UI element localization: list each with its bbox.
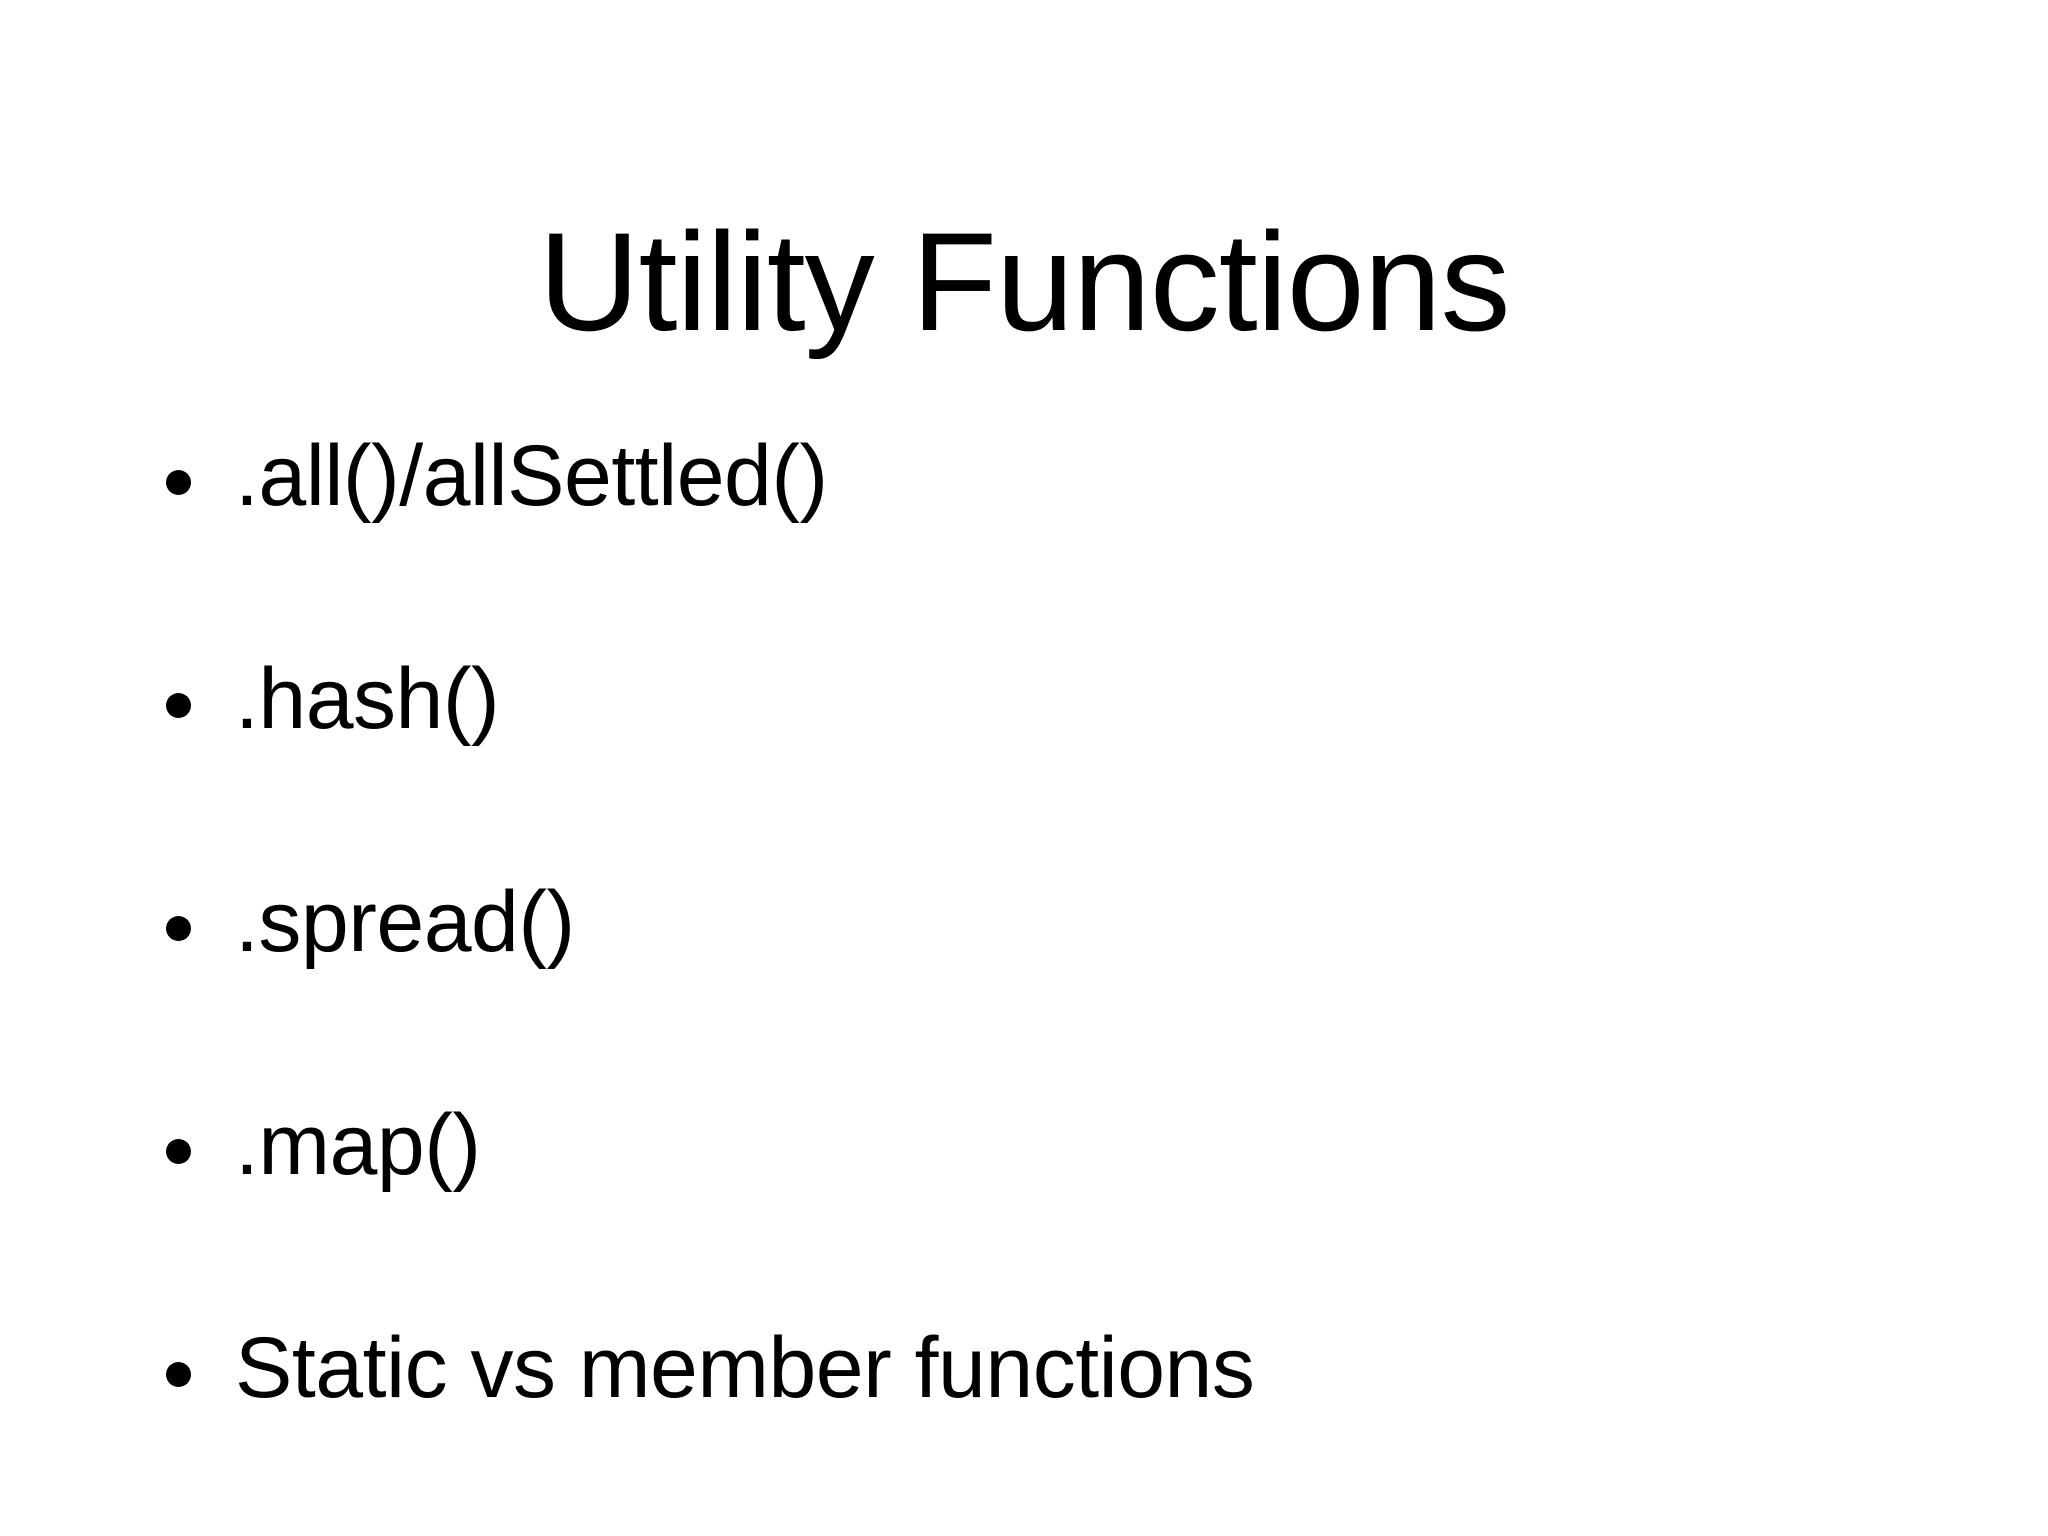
slide-title: Utility Functions [538,202,1510,360]
bullet-dot-icon [166,470,191,495]
list-item: .all()/allSettled() [140,420,1940,643]
bullet-dot-icon [166,1139,191,1164]
bullet-dot-icon [166,693,191,718]
bullet-dot-icon [166,1362,191,1387]
list-item: .hash() [140,643,1940,866]
list-item-label: Static vs member functions [235,1320,1255,1416]
list-item: Static vs member functions [140,1312,1940,1424]
list-item-label: .all()/allSettled() [235,428,828,524]
list-item-label: .spread() [235,874,575,970]
list-item: .map() [140,1089,1940,1312]
bullet-dot-icon [166,916,191,941]
list-item: .spread() [140,866,1940,1089]
bullet-list: .all()/allSettled() .hash() .spread() .m… [140,420,1940,1424]
list-item-label: .map() [235,1097,481,1193]
list-item-label: .hash() [235,651,500,747]
